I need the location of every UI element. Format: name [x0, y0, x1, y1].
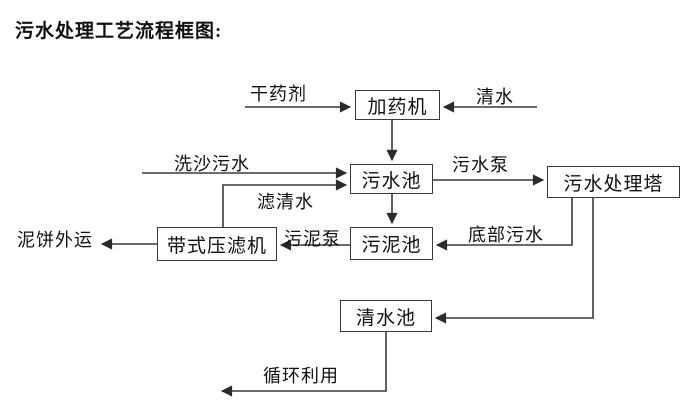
label-bottom-sewage: 底部污水	[468, 225, 544, 245]
label-clear-water: 清水	[476, 87, 514, 107]
clean-water-pool-box: 清水池	[340, 300, 432, 332]
label-mud-cake-out: 泥饼外运	[17, 230, 93, 250]
arrow-tower-bottom-to-sludge-pool	[435, 198, 573, 251]
sewage-pool-box: 污水池	[350, 164, 433, 194]
label-dry-agent: 干药剂	[250, 84, 307, 104]
label-sewage-pump: 污水泵	[452, 155, 509, 175]
belt-filter-press-box: 带式压滤机	[157, 227, 277, 261]
label-filtered-clear-water: 滤清水	[257, 192, 314, 212]
page-title: 污水处理工艺流程框图:	[15, 21, 223, 42]
arrow-press-filtered-to-sewage-pool	[222, 179, 348, 227]
arrow-clean-water-pool-to-recycle	[220, 332, 387, 397]
label-sand-washing-sewage: 洗沙污水	[174, 154, 250, 174]
label-sludge-pump: 污泥泵	[284, 229, 341, 249]
sewage-treatment-tower-box: 污水处理塔	[547, 166, 680, 198]
label-recycle-use: 循环利用	[263, 366, 339, 386]
dosing-machine-box: 加药机	[355, 90, 440, 120]
sludge-pool-box: 污泥池	[350, 227, 433, 260]
arrow-tower-to-clean-water-pool	[434, 198, 594, 324]
